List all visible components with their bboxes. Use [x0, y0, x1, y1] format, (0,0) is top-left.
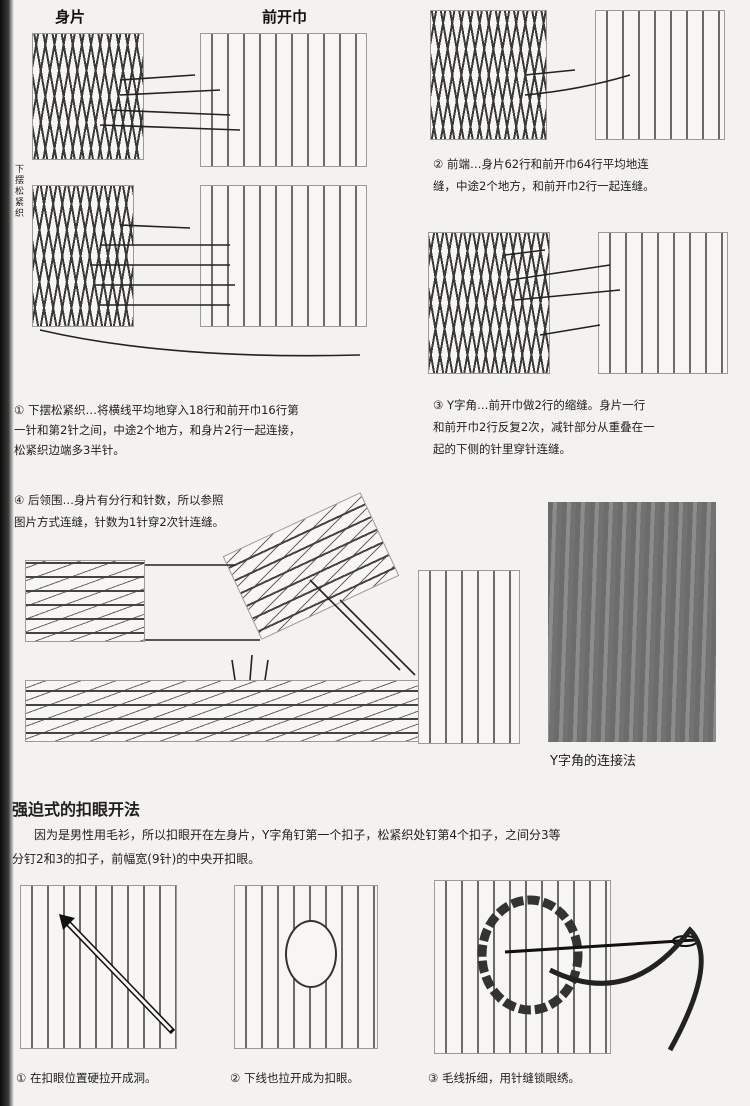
buttonhole-icon [285, 920, 337, 988]
caption-1-line-3: 松紧织边端多3半针。 [14, 443, 125, 457]
needle-thread-icon [477, 895, 704, 1052]
step-2-illustration [234, 885, 378, 1049]
illustration-band-top [200, 33, 367, 167]
caption-2-line-1: ② 前端…身片62行和前开巾64行平均地连 [433, 157, 649, 171]
illustration-y-body [428, 232, 550, 374]
illustration-neck-right [418, 570, 520, 744]
caption-2-line-2: 缝，中途2个地方，和前开巾2行一起连缝。 [433, 179, 655, 193]
step-1-caption: ① 在扣眼位置硬拉开成洞。 [16, 1071, 157, 1085]
caption-3-line-3: 起的下侧的针里穿针连缝。 [433, 442, 571, 456]
section-title: 强迫式的扣眼开法 [12, 800, 141, 819]
join-arrows-3 [504, 249, 621, 336]
photo-caption: Y字角的连接法 [550, 754, 636, 769]
illustration-neck-left [25, 560, 145, 642]
caption-1-line-2: 一针和第2针之间，中途2个地方，和身片2行一起连接， [14, 423, 301, 437]
illustration-body-rib [32, 185, 134, 327]
label-body-piece: 身片 [55, 8, 86, 26]
label-front-band: 前开巾 [262, 8, 308, 26]
caption-4-line-1: ④ 后领围…身片有分行和针数，所以参照 [14, 493, 224, 507]
caption-4-line-2: 图片方式连缝，针数为1针穿2次针连缝。 [14, 515, 225, 529]
caption-3-line-1: ③ Y字角…前开巾做2行的缩缝。身片一行 [433, 398, 646, 412]
crochet-hook-icon [59, 914, 176, 1035]
label-side-vertical: 下摆松紧织 [15, 165, 25, 219]
join-arrows-2 [524, 69, 631, 96]
illustration-neck-bottom [25, 680, 422, 742]
illustration-band-rib [200, 185, 367, 327]
section-para-line-1: 因为是男性用毛衫，所以扣眼开在左身片，Y字角钉第一个扣子，松紧织处钉第4个扣子，… [34, 828, 561, 842]
join-arrows-4 [145, 564, 416, 681]
illustration-body-top [32, 33, 144, 160]
caption-3-line-2: 和前开巾2行反复2次，减针部分从重叠在一 [433, 420, 655, 434]
scan-edge-shadow [0, 0, 14, 1106]
illustration-y-band [598, 232, 728, 374]
illustration-front-band [595, 10, 725, 140]
y-corner-photo [548, 502, 716, 742]
step-1-illustration [20, 885, 177, 1049]
step-3-caption: ③ 毛线拆细，用针缝锁眼绣。 [428, 1071, 580, 1085]
step-2-caption: ② 下线也拉开成为扣眼。 [230, 1071, 359, 1085]
section-para-line-2: 分钉2和3的扣子，前幅宽(9针)的中央开扣眼。 [12, 852, 261, 866]
join-arrows-1 [39, 74, 361, 357]
caption-1-line-1: ① 下摆松紧织…将横线平均地穿入18行和前开巾16行第 [14, 403, 299, 417]
